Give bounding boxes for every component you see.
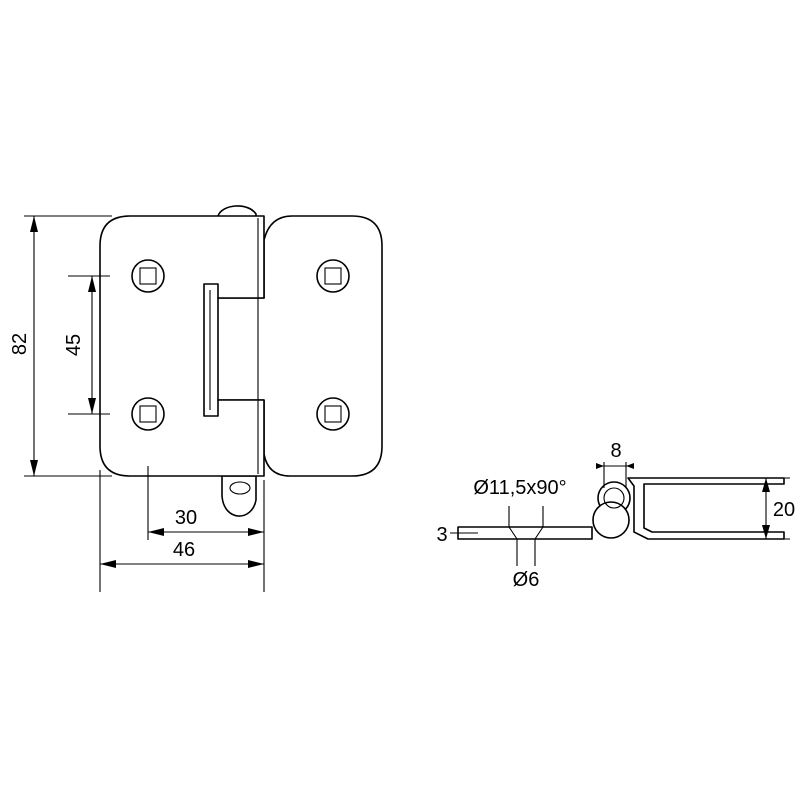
dimension-30: 30 bbox=[147, 466, 265, 592]
side-view: Ø11,5x90° Ø6 3 8 20 bbox=[436, 440, 795, 591]
dimension-45-label: 45 bbox=[63, 334, 85, 356]
hole-top-right bbox=[316, 259, 350, 293]
dimension-8: 8 bbox=[596, 440, 634, 488]
hole-top-left bbox=[131, 259, 165, 293]
hole-bottom-right bbox=[316, 397, 350, 431]
dimension-8-label: 8 bbox=[610, 440, 621, 462]
dimension-20-label: 20 bbox=[773, 499, 795, 521]
pin-bottom-detail bbox=[229, 481, 251, 495]
side-leaf-profile bbox=[457, 526, 593, 540]
hole-diameter-label: Ø6 bbox=[513, 569, 540, 591]
dimension-30-label: 30 bbox=[175, 507, 197, 529]
dimension-3-label: 3 bbox=[436, 524, 447, 546]
side-bent-leaf bbox=[627, 477, 785, 540]
front-view: 82 45 30 46 bbox=[9, 205, 383, 592]
dimension-20: 20 bbox=[760, 477, 795, 540]
hole-spec-label: Ø11,5x90° bbox=[473, 477, 566, 499]
knuckle-inner bbox=[603, 487, 625, 509]
dimension-82-label: 82 bbox=[9, 333, 31, 355]
dimension-45: 45 bbox=[63, 275, 110, 415]
knuckle-lower bbox=[592, 501, 630, 539]
dimension-46-label: 46 bbox=[173, 539, 195, 561]
hole-bottom-left bbox=[131, 397, 165, 431]
dimension-82: 82 bbox=[9, 215, 112, 477]
dimension-3: 3 bbox=[436, 524, 478, 546]
dimension-46: 46 bbox=[99, 470, 264, 592]
